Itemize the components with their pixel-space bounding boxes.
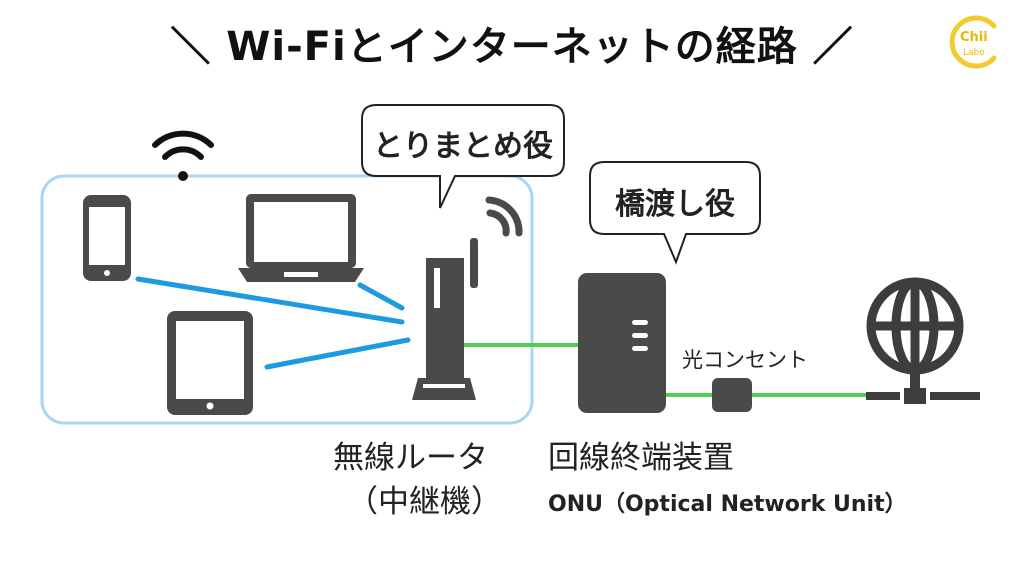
signal-icon xyxy=(485,196,523,237)
logo-subtext: Labo xyxy=(963,48,985,58)
logo-text: Chii xyxy=(960,30,988,45)
bubble-router-role xyxy=(361,104,565,209)
wifi-icon xyxy=(152,130,214,181)
link-phone-router xyxy=(135,276,405,325)
chii-labo-logo: Chii Labo xyxy=(946,12,1006,72)
bubble-onu-role xyxy=(589,161,761,265)
smartphone-icon xyxy=(83,195,131,281)
router-icon xyxy=(412,238,478,400)
router-label: 無線ルータ xyxy=(333,440,488,476)
onu-icon xyxy=(578,273,666,413)
outlet-label: 光コンセント xyxy=(682,348,808,372)
link-tablet-router xyxy=(264,337,411,370)
wireless-links xyxy=(135,276,411,370)
router-sublabel: （中継機） xyxy=(347,484,502,520)
link-laptop-router xyxy=(357,282,405,311)
fiber-links xyxy=(462,343,866,397)
tablet-icon xyxy=(167,311,253,415)
onu-role-text: 橋渡し役 xyxy=(615,187,735,222)
globe-connector xyxy=(866,370,980,404)
onu-sublabel: ONU（Optical Network Unit） xyxy=(548,492,907,517)
laptop-icon xyxy=(238,194,364,282)
onu-label: 回線終端装置 xyxy=(548,440,734,476)
page-title: ＼ Wi-Fiとインターネットの経路 ／ xyxy=(170,24,854,70)
router-role-text: とりまとめ役 xyxy=(373,129,553,164)
globe-icon xyxy=(866,277,964,375)
wifi-area xyxy=(40,174,534,425)
outlet-icon xyxy=(712,378,752,412)
